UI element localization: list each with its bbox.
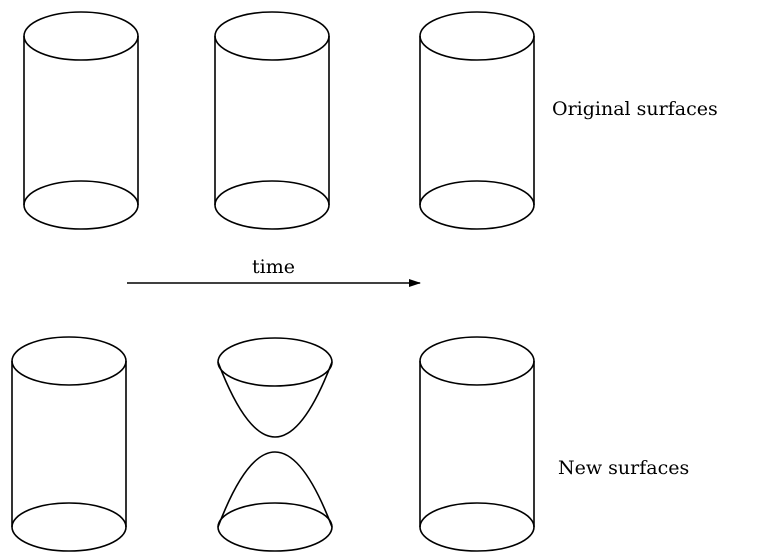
- upper-cap-top-ellipse: [217, 337, 333, 387]
- cylinder-bottom-ellipse: [214, 180, 330, 230]
- upper-paraboloid: [217, 361, 333, 438]
- lower-paraboloid: [217, 451, 333, 528]
- new-surfaces-label: New surfaces: [558, 457, 690, 479]
- pinched-surface: [217, 337, 333, 552]
- cylinder-bottom-ellipse: [23, 180, 139, 230]
- cylinder-top-ellipse: [214, 11, 330, 61]
- cylinder-top-ellipse: [23, 11, 139, 61]
- cylinder-bottom-ellipse: [419, 180, 535, 230]
- original-cylinder-1: [23, 11, 139, 230]
- original-cylinder-2: [214, 11, 330, 230]
- lower-cap-bottom-ellipse: [217, 502, 333, 552]
- new-cylinder-3: [419, 336, 535, 552]
- cylinder-top-ellipse: [419, 11, 535, 61]
- new-surfaces-row: [11, 336, 535, 552]
- original-surfaces-label: Original surfaces: [552, 98, 718, 120]
- cylinder-bottom-ellipse: [419, 502, 535, 552]
- cylinder-bottom-ellipse: [11, 502, 127, 552]
- cylinder-top-ellipse: [419, 336, 535, 386]
- original-cylinder-3: [419, 11, 535, 230]
- original-surfaces-row: [23, 11, 535, 230]
- new-cylinder-1: [11, 336, 127, 552]
- cylinder-top-ellipse: [11, 336, 127, 386]
- time-label: time: [252, 256, 295, 278]
